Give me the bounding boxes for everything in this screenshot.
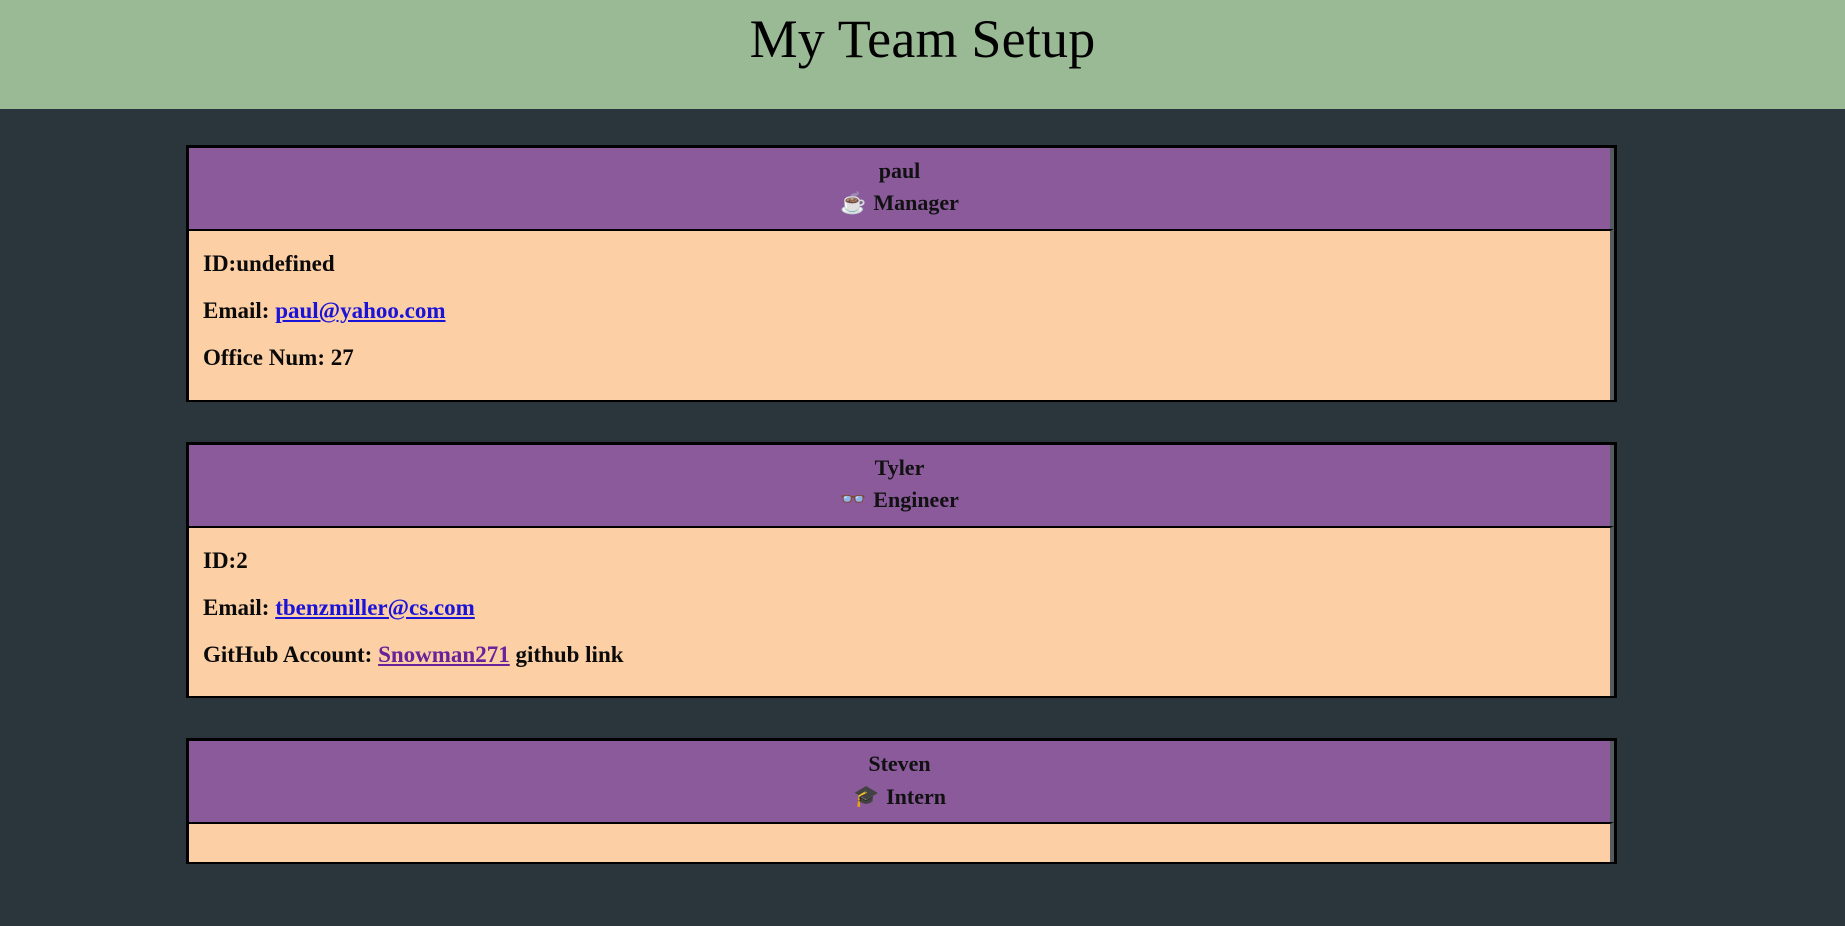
graduation-cap-icon: 🎓 — [852, 783, 880, 808]
member-role-label: Engineer — [873, 486, 959, 512]
team-card-list: paul ☕ Manager ID:undefined Email: paul@… — [0, 109, 1845, 865]
team-member-card: Tyler 👓 Engineer ID:2 Email: tbenzmiller… — [186, 441, 1617, 699]
member-role-line: 👓 Engineer — [189, 485, 1610, 515]
github-label: GitHub Account: — [203, 642, 379, 668]
member-name: Tyler — [874, 454, 925, 480]
email-label: Email: — [203, 298, 276, 324]
office-value: 27 — [330, 345, 354, 371]
member-id-line: ID:2 — [203, 547, 248, 573]
card-body — [189, 822, 1614, 863]
card-header: Tyler 👓 Engineer — [189, 444, 1614, 526]
office-label: Office Num: — [203, 345, 331, 371]
card-header: paul ☕ Manager — [189, 148, 1614, 229]
card-header: Steven 🎓 Intern — [189, 741, 1614, 823]
team-member-card: paul ☕ Manager ID:undefined Email: paul@… — [186, 145, 1617, 402]
member-name: paul — [878, 158, 921, 183]
glasses-icon: 👓 — [840, 487, 867, 512]
member-role-label: Intern — [886, 783, 947, 809]
member-id-line: ID:undefined — [203, 250, 335, 276]
email-link[interactable]: paul@yahoo.com — [275, 298, 446, 324]
page-banner: My Team Setup — [0, 0, 1845, 109]
member-name: Steven — [868, 751, 931, 777]
member-role-line: ☕ Manager — [189, 188, 1610, 218]
card-body: ID:2 Email: tbenzmiller@cs.com GitHub Ac… — [189, 525, 1614, 697]
email-link[interactable]: tbenzmiller@cs.com — [275, 594, 475, 620]
coffee-cup-icon: ☕ — [840, 190, 867, 215]
card-body: ID:undefined Email: paul@yahoo.com Offic… — [189, 228, 1614, 400]
member-role-line: 🎓 Intern — [189, 782, 1610, 812]
github-link[interactable]: Snowman271 — [378, 642, 510, 668]
member-email-line: Email: paul@yahoo.com — [203, 287, 1610, 334]
member-email-line: Email: tbenzmiller@cs.com — [203, 584, 1610, 631]
team-member-card: Steven 🎓 Intern — [186, 738, 1617, 865]
github-suffix: github link — [509, 642, 624, 668]
email-label: Email: — [203, 594, 276, 620]
member-office-line: Office Num: 27 — [203, 334, 1610, 381]
page-title: My Team Setup — [749, 9, 1096, 69]
member-github-line: GitHub Account: Snowman271 github link — [203, 631, 1610, 678]
member-role-label: Manager — [873, 190, 959, 216]
